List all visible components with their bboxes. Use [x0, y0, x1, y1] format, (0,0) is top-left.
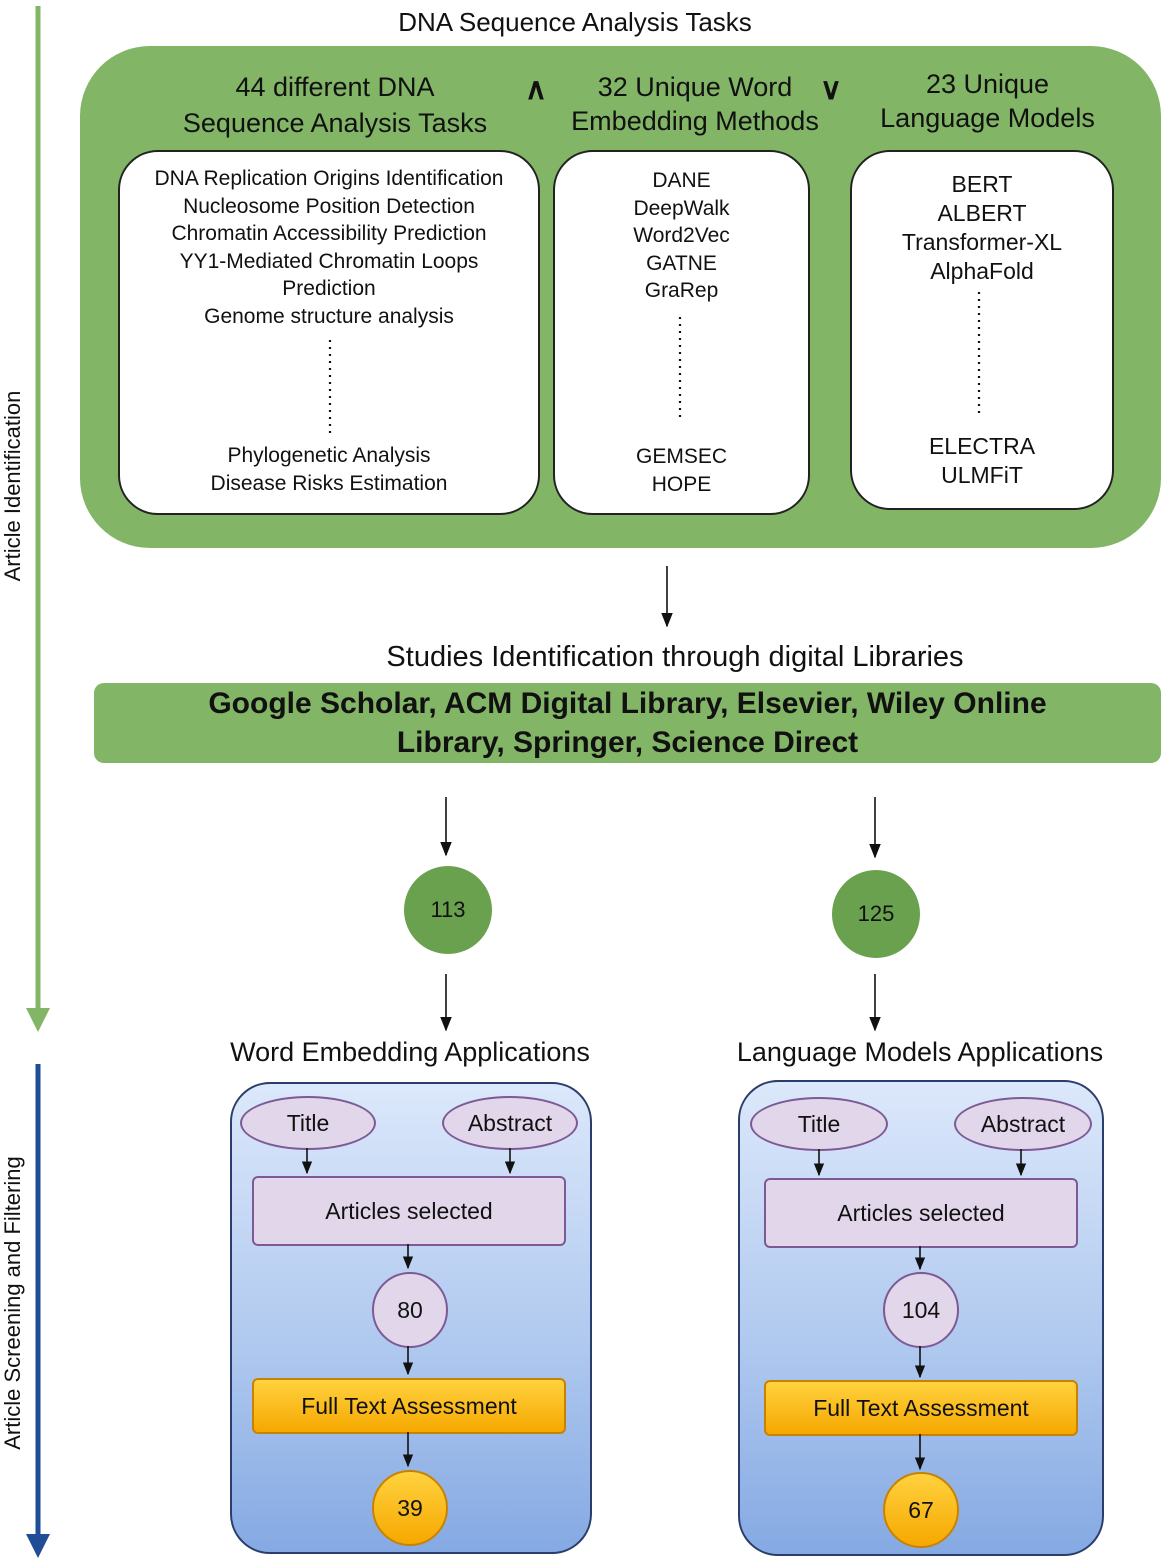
articles-selected-box: Articles selected — [764, 1178, 1078, 1248]
model-item: BERT — [951, 171, 1013, 197]
embedding-item: HOPE — [651, 472, 712, 496]
ellipsis-dots — [328, 340, 332, 438]
language-models-screening-panel: Title Abstract Articles selected 104 Ful… — [738, 1080, 1104, 1556]
libraries-line: Library, Springer, Science Direct — [396, 726, 859, 759]
screening-side-arrow — [26, 1064, 50, 1558]
task-item: Chromatin Accessibility Prediction — [171, 222, 487, 245]
models-heading: 23 Unique Language Models — [880, 69, 1095, 133]
or-operator: ∨ — [820, 73, 842, 106]
full-text-assessment-box: Full Text Assessment — [252, 1378, 566, 1434]
and-operator: ∧ — [525, 73, 547, 106]
libraries-title: Studies Identification through digital L… — [386, 641, 964, 673]
final-count-circle: 67 — [883, 1472, 959, 1548]
embedding-item: GEMSEC — [635, 445, 727, 468]
abstract-ellipse: Abstract — [442, 1096, 578, 1150]
task-item: Prediction — [282, 277, 376, 300]
embedding-item: DeepWalk — [633, 196, 730, 220]
model-item: AlphaFold — [930, 258, 1034, 284]
task-item: Disease Risks Estimation — [210, 471, 448, 495]
selected-count-circle: 104 — [883, 1272, 959, 1348]
language-models-applications-title: Language Models Applications — [736, 1037, 1104, 1067]
selected-count-circle: 80 — [372, 1272, 448, 1348]
libraries-line: Google Scholar, ACM Digital Library, Els… — [208, 687, 1047, 720]
title-ellipse: Title — [240, 1096, 376, 1150]
model-item: ELECTRA — [928, 433, 1036, 459]
embedding-item: GATNE — [646, 251, 717, 275]
embedding-item: GraRep — [644, 279, 719, 302]
embeddings-heading: 32 Unique Word Embedding Methods — [571, 72, 819, 136]
task-item: DNA Replication Origins Identification — [154, 167, 504, 190]
identification-side-arrow — [26, 6, 50, 1032]
page-title: DNA Sequence Analysis Tasks — [398, 7, 752, 37]
model-item: ULMFiT — [941, 462, 1023, 488]
embedding-item: Word2Vec — [633, 224, 730, 247]
full-text-assessment-box: Full Text Assessment — [764, 1380, 1078, 1436]
embedding-item: DANE — [652, 169, 711, 192]
word-embedding-applications-title: Word Embedding Applications — [230, 1037, 590, 1067]
abstract-ellipse: Abstract — [954, 1097, 1092, 1151]
word-embedding-screening-panel: Title Abstract Articles selected 80 Full… — [230, 1082, 592, 1554]
language-models-count-circle: 125 — [832, 870, 920, 958]
models-box: BERT ALBERT Transformer-XL AlphaFold ELE… — [850, 150, 1114, 510]
task-item: Genome structure analysis — [204, 304, 454, 328]
task-item: YY1-Mediated Chromatin Loops — [179, 249, 479, 273]
tasks-box: DNA Replication Origins Identification N… — [118, 150, 540, 515]
embeddings-box: DANE DeepWalk Word2Vec GATNE GraRep GEMS… — [553, 150, 810, 515]
title-ellipse: Title — [750, 1097, 888, 1151]
tasks-heading: 44 different DNA Sequence Analysis Tasks — [182, 72, 488, 138]
model-item: ALBERT — [937, 200, 1027, 226]
libraries-bar: Google Scholar, ACM Digital Library, Els… — [94, 683, 1161, 763]
model-item: Transformer-XL — [901, 229, 1063, 255]
task-item: Phylogenetic Analysis — [227, 444, 431, 467]
articles-selected-box: Articles selected — [252, 1176, 566, 1246]
final-count-circle: 39 — [372, 1470, 448, 1546]
word-embedding-count-circle: 113 — [404, 866, 492, 954]
task-item: Nucleosome Position Detection — [183, 194, 475, 218]
